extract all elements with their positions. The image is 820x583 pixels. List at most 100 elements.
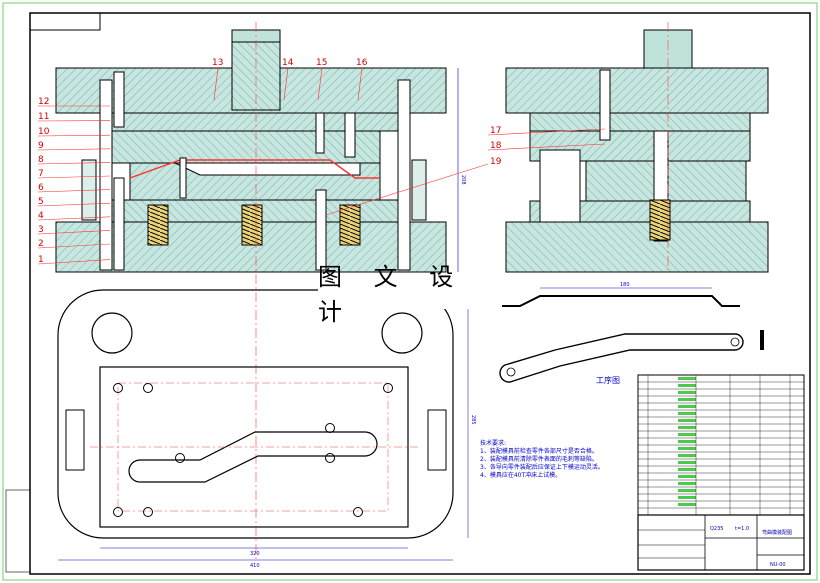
callout-12: 12 bbox=[38, 97, 49, 107]
part-label: 工序图 bbox=[596, 375, 620, 385]
part-drawing: 180 工序图 bbox=[499, 282, 764, 385]
bom-row-mark bbox=[678, 398, 696, 401]
callout-leader-17 bbox=[487, 128, 606, 136]
callout-15: 15 bbox=[316, 58, 327, 68]
depth-dim: 285 bbox=[470, 415, 476, 425]
sheet-corner-tab bbox=[30, 13, 101, 31]
bom-table bbox=[637, 374, 805, 516]
tb-drawing-no: NU-00 bbox=[770, 562, 786, 568]
side-backing-plate bbox=[529, 112, 751, 132]
plan-hole-1 bbox=[113, 383, 123, 393]
callout-4: 4 bbox=[38, 211, 44, 221]
tb-drawing-name: 弯曲模装配图 bbox=[762, 529, 792, 536]
callout-5: 5 bbox=[38, 197, 44, 207]
plan-holes bbox=[113, 383, 393, 517]
callout-leader-3 bbox=[37, 230, 111, 235]
bom-row-mark bbox=[678, 475, 696, 478]
callout-14: 14 bbox=[282, 58, 294, 68]
bom-row-mark bbox=[678, 454, 696, 457]
callout-18: 18 bbox=[490, 141, 502, 151]
callout-2: 2 bbox=[38, 239, 44, 249]
plan-hole-3 bbox=[383, 383, 393, 393]
callout-16: 16 bbox=[356, 58, 368, 68]
tb-thickness: t=1.0 bbox=[735, 526, 749, 532]
callout-leader-9 bbox=[37, 148, 111, 151]
callout-leader-8 bbox=[37, 162, 111, 165]
part-outline-plan bbox=[128, 431, 378, 483]
guide-slot-left bbox=[65, 409, 85, 471]
sheet-side-strip bbox=[5, 489, 31, 573]
technical-notes: 技术要求: 1、装配模具前检查零件各部尺寸是否合格。 2、装配模具前清除零件表面… bbox=[480, 440, 604, 480]
callout-leader-5 bbox=[37, 202, 111, 207]
part-hole-2 bbox=[730, 337, 740, 347]
screw-16 bbox=[344, 112, 356, 158]
guide-hole-right bbox=[381, 312, 423, 354]
callout-10: 10 bbox=[38, 127, 50, 137]
plan-hole-2 bbox=[143, 383, 153, 393]
guide-post-right bbox=[397, 79, 411, 271]
plan-hole-6 bbox=[353, 507, 363, 517]
bom-row-mark bbox=[678, 489, 696, 492]
watermark-banner: 图 文 设 计 bbox=[318, 263, 494, 326]
callout-leader-1 bbox=[37, 259, 111, 265]
sheet-inner-border bbox=[29, 12, 811, 575]
bom-row-mark bbox=[678, 391, 696, 394]
spring-1 bbox=[147, 204, 169, 246]
guide-bushing-right bbox=[411, 159, 427, 221]
callout-6: 6 bbox=[38, 183, 44, 193]
stack-height-dim: 208 bbox=[460, 175, 466, 185]
callout-9: 9 bbox=[38, 141, 44, 151]
guide-post-left bbox=[99, 79, 113, 271]
die-block-outline bbox=[99, 366, 409, 528]
tech-note-1: 1、装配模具前检查零件各部尺寸是否合格。 bbox=[480, 448, 598, 455]
bom-row-mark bbox=[678, 426, 696, 429]
callout-leader-16 bbox=[357, 67, 363, 101]
plan-hole-5 bbox=[143, 507, 153, 517]
callout-leader-14 bbox=[283, 67, 289, 101]
callout-leader-10 bbox=[37, 134, 111, 137]
bom-row-mark bbox=[678, 419, 696, 422]
pin-15 bbox=[315, 112, 325, 154]
plan-hole-9 bbox=[175, 453, 185, 463]
screw-left bbox=[113, 71, 125, 128]
part-plan-profile bbox=[499, 333, 744, 383]
tech-note-2: 2、装配模具前清除零件表面的毛刺等缺陷。 bbox=[480, 456, 598, 463]
callout-leader-13 bbox=[213, 67, 219, 101]
callout-leader-18 bbox=[487, 143, 606, 151]
plan-hole-8 bbox=[325, 453, 335, 463]
tech-note-4: 4、模具应在40T冲床上试模。 bbox=[480, 472, 562, 479]
plan-hole-7 bbox=[325, 423, 335, 433]
part-hole-1 bbox=[506, 367, 516, 377]
screw-lower-left bbox=[113, 177, 125, 271]
plan-outer-outline bbox=[57, 289, 454, 539]
bom-row-mark bbox=[678, 433, 696, 436]
callout-leader-15 bbox=[317, 67, 323, 101]
side-screw-17 bbox=[599, 69, 611, 141]
callout-11: 11 bbox=[38, 112, 49, 122]
side-upper-plate bbox=[505, 67, 769, 114]
part-side-profile bbox=[502, 295, 740, 307]
bom-row-mark bbox=[678, 405, 696, 408]
bom-row-mark bbox=[678, 447, 696, 450]
bom-row-mark bbox=[678, 377, 696, 380]
punch-holder-plate bbox=[99, 130, 381, 164]
bom-row-mark bbox=[678, 482, 696, 485]
side-section-view bbox=[505, 22, 769, 273]
callout-13: 13 bbox=[212, 58, 223, 68]
tech-notes-title: 技术要求: bbox=[480, 440, 507, 447]
callout-1: 1 bbox=[38, 255, 44, 265]
callout-leader-4 bbox=[37, 216, 111, 221]
callout-17: 17 bbox=[490, 126, 501, 136]
callout-leader-6 bbox=[37, 189, 111, 193]
bom-row-mark bbox=[678, 496, 696, 499]
tb-material: Q235 bbox=[710, 526, 723, 532]
title-block: Q235 t=1.0 弯曲模装配图 NU-00 bbox=[637, 514, 805, 571]
plan-view: 320 410 285 bbox=[57, 289, 476, 569]
spring-3 bbox=[339, 204, 361, 246]
ejector-19 bbox=[315, 189, 327, 271]
callout-7: 7 bbox=[38, 169, 44, 179]
side-base-plate bbox=[505, 221, 769, 273]
bom-row-mark bbox=[678, 468, 696, 471]
